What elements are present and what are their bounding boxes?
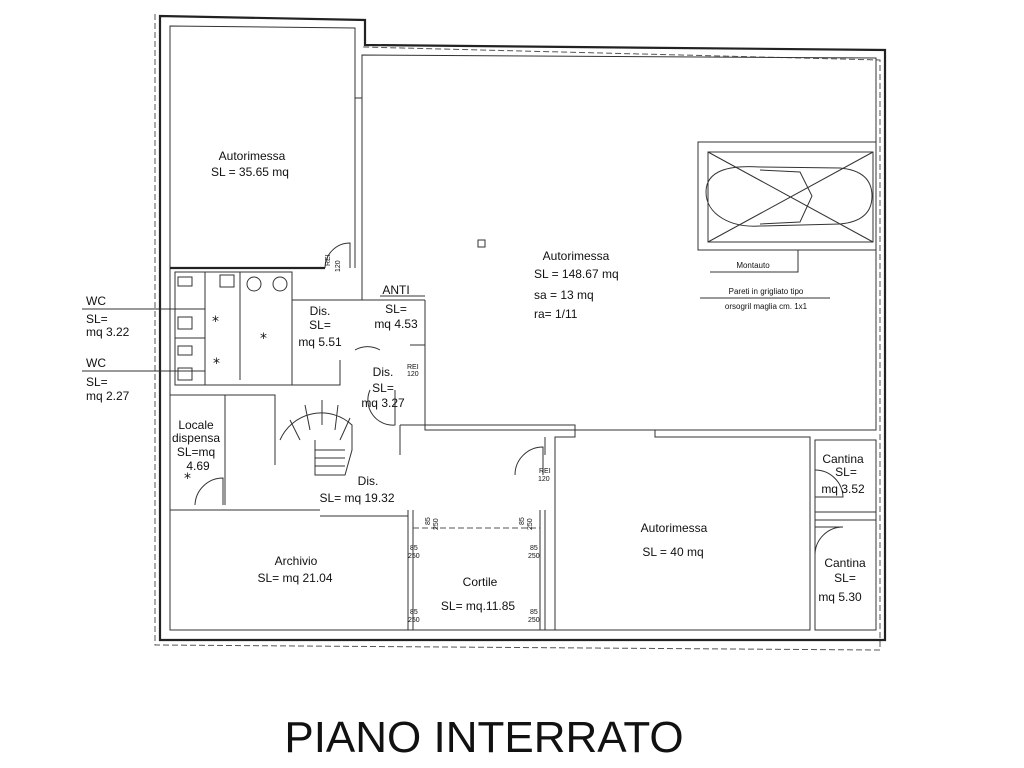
- markers: * * * *: [184, 314, 267, 487]
- rei-labels: REI 120 REI 120 REI 120: [325, 254, 551, 483]
- room-sl: SL=: [372, 381, 394, 395]
- rei-value: 120: [538, 476, 550, 483]
- room-name: Cortile: [463, 575, 498, 589]
- room-name: Autorimessa: [641, 521, 708, 535]
- outer-boundary: [154, 14, 881, 651]
- pillar-dim: 250: [408, 617, 420, 624]
- rei-label: REI: [325, 254, 332, 266]
- room-name: Locale: [178, 418, 214, 432]
- marker-star: *: [260, 331, 267, 347]
- marker-star: *: [184, 471, 191, 487]
- leader-lines: [82, 250, 830, 372]
- room-name: WC: [86, 356, 106, 370]
- room-name: Dis.: [358, 474, 379, 488]
- page-title: PIANO INTERRATO: [284, 713, 683, 762]
- room-name: Dis.: [310, 304, 331, 318]
- pillar-dim: 250: [528, 553, 540, 560]
- pillar-dim: 250: [528, 617, 540, 624]
- room-area: SL = 40 mq: [642, 545, 703, 559]
- room-labels: Autorimessa SL = 35.65 mq Autorimessa SL…: [86, 149, 866, 613]
- room-area: mq 2.27: [86, 389, 130, 403]
- pillar-dim: 250: [408, 553, 420, 560]
- lift-annotations: Montauto Pareti in grigliato tipo orsogr…: [725, 261, 808, 311]
- room-name: Autorimessa: [219, 149, 286, 163]
- room-name: Autorimessa: [543, 249, 610, 263]
- pillar-dim: 85: [410, 545, 418, 552]
- column: [477, 239, 486, 248]
- room-name: ANTI: [382, 283, 409, 297]
- room-name: Archivio: [275, 554, 318, 568]
- room-area: mq 5.51: [298, 335, 342, 349]
- pillar-labels: 85 250 85 250 85 250 85 250 85 250 85 25…: [408, 517, 540, 624]
- pillar-dim: 250: [527, 518, 534, 530]
- room-sa: sa = 13 mq: [534, 288, 594, 302]
- doors: [194, 242, 844, 556]
- rei-label: REI: [539, 468, 551, 475]
- marker-star: *: [212, 314, 219, 330]
- pillar-dim: 85: [425, 517, 432, 525]
- room-area: mq 4.53: [374, 317, 418, 331]
- room-area: mq 5.30: [818, 590, 862, 604]
- room-sl: SL=mq: [177, 445, 215, 459]
- room-area: SL = 35.65 mq: [211, 165, 289, 179]
- rei-label: REI: [407, 364, 419, 371]
- pillar-dim: 85: [410, 609, 418, 616]
- room-sl: SL=: [86, 375, 108, 389]
- rei-value: 120: [335, 260, 342, 272]
- room-sl: SL=: [385, 302, 407, 316]
- room-sl: SL=: [834, 571, 856, 585]
- room-area: SL= mq.11.85: [441, 599, 515, 613]
- room-area: 4.69: [186, 459, 210, 473]
- room-name: dispensa: [172, 431, 220, 445]
- room-name: Dis.: [373, 365, 394, 379]
- room-name: Cantina: [822, 452, 864, 466]
- marker-star: *: [213, 356, 220, 372]
- walls: [158, 14, 887, 642]
- room-name: Cantina: [824, 556, 866, 570]
- bathroom-fixtures: [177, 274, 288, 381]
- pillar-dim: 85: [530, 609, 538, 616]
- room-area: mq 3.22: [86, 325, 130, 339]
- pareti-note: orsogril maglia cm. 1x1: [725, 302, 808, 311]
- pillar-dim: 85: [519, 517, 526, 525]
- room-sl: SL=: [309, 318, 331, 332]
- pillar-dim: 85: [530, 545, 538, 552]
- rei-value: 120: [407, 371, 419, 378]
- room-area: mq 3.52: [821, 482, 865, 496]
- room-area: SL= mq 19.32: [319, 491, 394, 505]
- room-area: SL = 148.67 mq: [534, 267, 619, 281]
- room-ra: ra= 1/11: [534, 307, 578, 321]
- room-sl: SL=: [86, 312, 108, 326]
- car-lift: [697, 141, 877, 251]
- montauto-label: Montauto: [736, 261, 770, 270]
- room-area: mq 3.27: [361, 396, 405, 410]
- staircase: [279, 400, 353, 476]
- pillar-dim: 250: [433, 518, 440, 530]
- pareti-note: Pareti in grigliato tipo: [729, 287, 804, 296]
- room-sl: SL=: [835, 465, 857, 479]
- room-name: WC: [86, 294, 106, 308]
- room-area: SL= mq 21.04: [257, 571, 332, 585]
